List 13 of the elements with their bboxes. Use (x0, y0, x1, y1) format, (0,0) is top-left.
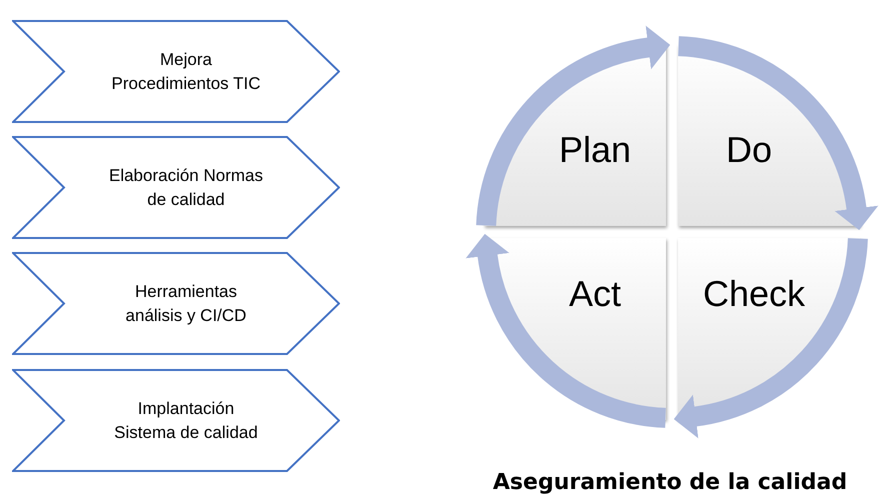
phase-label: Act (568, 272, 621, 316)
step-label: Mejora Procedimientos TIC (110, 48, 262, 94)
step-label: Elaboración Normas de calidad (108, 164, 264, 210)
phase-label: Plan (558, 128, 632, 172)
step-label: Implantación Sistema de calidad (113, 398, 259, 444)
step-label: Herramientas análisis y CI/CD (124, 280, 248, 326)
cycle-arrow (476, 26, 670, 226)
cycle-arrow (678, 36, 878, 230)
phase-label: Check (702, 272, 806, 316)
cycle-arrow (466, 234, 666, 428)
phase-label: Do (726, 128, 772, 172)
diagram-caption: Aseguramiento de la calidad (492, 469, 848, 497)
cycle-arrow (674, 238, 868, 438)
